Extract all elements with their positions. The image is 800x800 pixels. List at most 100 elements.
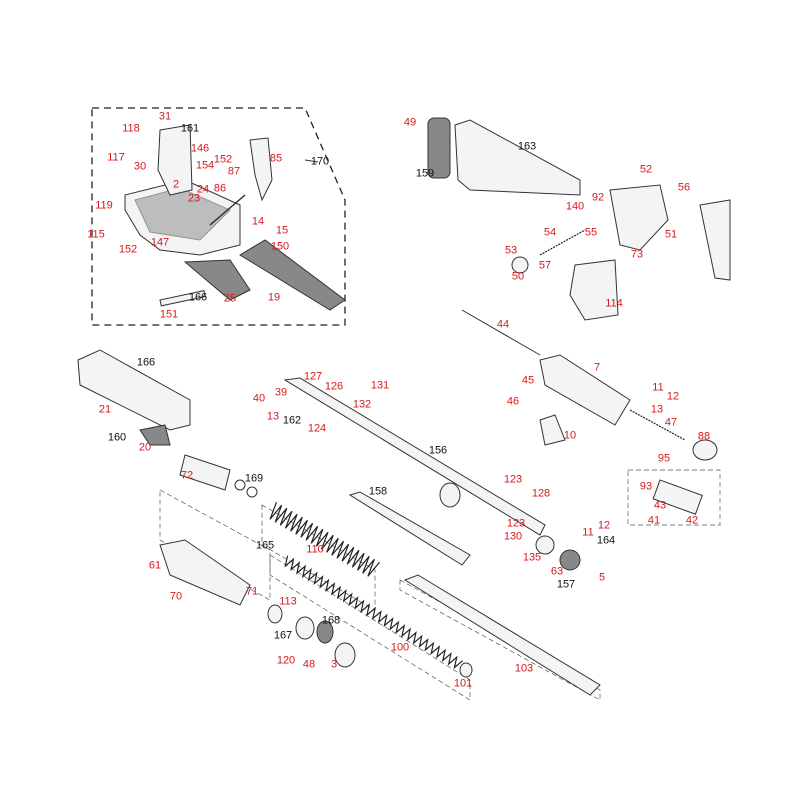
part-number-label: 11 bbox=[582, 526, 594, 539]
part-number-label: 31 bbox=[158, 110, 172, 123]
part-number-label: 167 bbox=[273, 629, 293, 642]
part-number-label: 132 bbox=[352, 398, 372, 411]
cylinder-93 bbox=[652, 479, 703, 515]
part-number-label: 160 bbox=[107, 431, 127, 444]
butt-pad bbox=[427, 117, 451, 179]
hammer bbox=[157, 124, 193, 196]
part-number-label: 103 bbox=[514, 662, 534, 675]
spring-110 bbox=[269, 501, 380, 577]
part-number-label: 135 bbox=[522, 551, 542, 564]
part-number-label: 92 bbox=[591, 191, 605, 204]
part-number-label: 70 bbox=[169, 590, 183, 603]
slide-barrel bbox=[283, 377, 546, 536]
barrel bbox=[403, 574, 601, 696]
part-number-label: 151 bbox=[159, 308, 179, 321]
part-number-label: 86 bbox=[213, 182, 227, 195]
part-number-label: 156 bbox=[428, 444, 448, 457]
part-number-label: 23 bbox=[187, 192, 201, 205]
part-number-label: 43 bbox=[653, 499, 667, 512]
part-number-label: 115 bbox=[87, 228, 105, 241]
part-number-label: 44 bbox=[496, 318, 510, 331]
part-number-label: 101 bbox=[453, 677, 473, 690]
part-number-label: 73 bbox=[630, 248, 644, 261]
part-number-label: 110 bbox=[306, 543, 324, 556]
part-number-label: 120 bbox=[276, 654, 296, 667]
receiver bbox=[77, 349, 191, 431]
part-number-label: 161 bbox=[180, 122, 200, 135]
part-number-label: 117 bbox=[107, 151, 125, 164]
receiver-end bbox=[699, 199, 731, 281]
part-number-label: 119 bbox=[95, 199, 113, 212]
part-number-label: 85 bbox=[269, 152, 283, 165]
part-number-label: 12 bbox=[597, 519, 611, 532]
part-number-label: 55 bbox=[584, 226, 598, 239]
part-number-label: 159 bbox=[415, 167, 435, 180]
part-number-label: 88 bbox=[697, 430, 711, 443]
part-number-label: 14 bbox=[251, 215, 265, 228]
part-number-label: 54 bbox=[543, 226, 557, 239]
part-number-label: 48 bbox=[302, 658, 316, 671]
part-number-label: 45 bbox=[521, 374, 535, 387]
part-number-label: 11 bbox=[652, 381, 664, 394]
part-number-label: 41 bbox=[647, 514, 661, 527]
forend bbox=[159, 539, 251, 606]
part-number-label: 126 bbox=[324, 380, 344, 393]
part-number-label: 147 bbox=[150, 236, 170, 249]
part-number-label: 100 bbox=[390, 641, 410, 654]
trigger-plate bbox=[239, 239, 346, 311]
part-number-label: 128 bbox=[531, 487, 551, 500]
part-number-label: 51 bbox=[664, 228, 678, 241]
part-number-label: 63 bbox=[550, 565, 564, 578]
part-number-label: 25 bbox=[223, 292, 237, 305]
side-plate bbox=[183, 259, 251, 301]
part-number-label: 20 bbox=[138, 441, 152, 454]
part-number-label: 150 bbox=[270, 240, 290, 253]
part-number-label: 13 bbox=[266, 410, 280, 423]
part-number-label: 15 bbox=[275, 224, 289, 237]
part-number-label: 87 bbox=[227, 165, 241, 178]
part-number-label: 165 bbox=[255, 539, 275, 552]
receiver-sleeve bbox=[179, 454, 231, 491]
sear bbox=[249, 137, 273, 202]
part-number-label: 30 bbox=[133, 160, 147, 173]
part-number-label: 19 bbox=[267, 291, 281, 304]
part-number-label: 10 bbox=[563, 429, 577, 442]
part-number-label: 46 bbox=[506, 395, 520, 408]
part-number-label: 127 bbox=[303, 370, 323, 383]
part-number-label: 72 bbox=[180, 469, 194, 482]
part-number-label: 52 bbox=[639, 163, 653, 176]
slide-158 bbox=[348, 491, 471, 566]
part-number-label: 168 bbox=[321, 614, 341, 627]
bushing bbox=[439, 482, 461, 508]
trigger-group-box bbox=[91, 107, 346, 326]
grip-adapter bbox=[609, 184, 669, 251]
part-number-label: 169 bbox=[244, 472, 264, 485]
part-number-label: 53 bbox=[504, 244, 518, 257]
part-number-label: 123 bbox=[503, 473, 523, 486]
part-number-label: 24 bbox=[196, 183, 210, 196]
part-number-label: 95 bbox=[657, 452, 671, 465]
pistol-grip bbox=[569, 259, 619, 321]
part-number-label: 56 bbox=[677, 181, 691, 194]
part-number-label: 157 bbox=[556, 578, 576, 591]
part-number-label: 39 bbox=[274, 386, 288, 399]
part-number-label: 21 bbox=[98, 403, 112, 416]
part-number-label: 57 bbox=[538, 259, 552, 272]
part-number-label: 61 bbox=[148, 559, 162, 572]
part-number-label: 158 bbox=[368, 485, 388, 498]
part-number-label: 113 bbox=[279, 595, 297, 608]
part-number-label: 140 bbox=[565, 200, 585, 213]
spring-88 bbox=[692, 439, 718, 461]
part-number-label: 146 bbox=[190, 142, 210, 155]
folding-stock bbox=[454, 119, 581, 196]
part-number-label: 3 bbox=[330, 658, 338, 671]
part-number-label: 170 bbox=[310, 155, 330, 168]
part-number-label: 12 bbox=[666, 390, 680, 403]
part-number-label: 5 bbox=[598, 571, 606, 584]
part-number-label: 7 bbox=[593, 361, 601, 374]
magazine-tube bbox=[539, 354, 631, 426]
part-number-label: 50 bbox=[511, 270, 525, 283]
part-number-label: 124 bbox=[307, 422, 327, 435]
